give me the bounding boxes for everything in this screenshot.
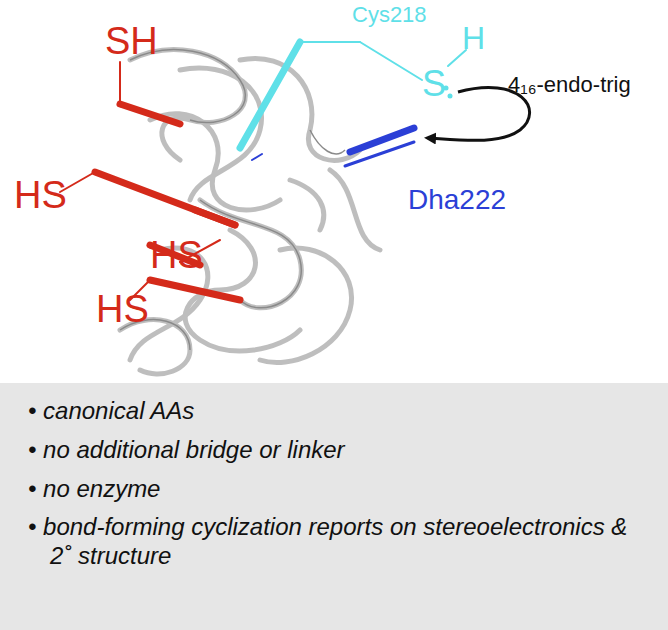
residue-label: Dha222 [408,186,506,214]
atom-label: H [462,22,485,54]
bullet-item: • canonical AAs [28,397,648,426]
residue-label: Cys218 [352,4,427,26]
bullet-item: • bond-forming cyclization reports on st… [28,513,648,571]
summary-box: • canonical AAs • no additional bridge or… [0,383,668,630]
thiol-label: SH [105,22,158,60]
thiol-label: HS [14,176,67,214]
bullet-item: • no enzyme [28,475,648,504]
bullet-item: • no additional bridge or linker [28,436,648,465]
reaction-label: 4₁₆-endo-trig [508,74,631,96]
thiol-label: HS [96,290,149,328]
atom-label: S [422,66,446,102]
thiol-label: HS [150,236,203,274]
